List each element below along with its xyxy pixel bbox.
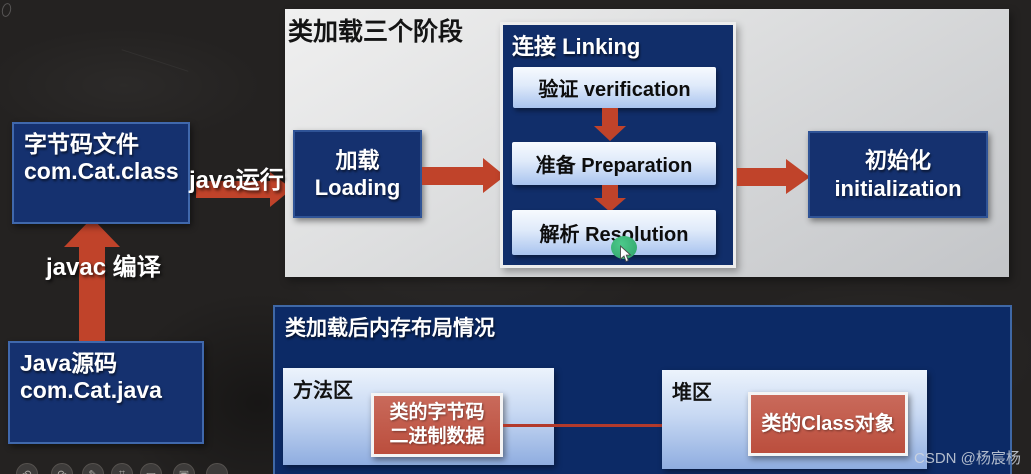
bytecode-line1: 字节码文件 — [24, 131, 139, 157]
preparation-step-box: 准备 Preparation — [512, 142, 716, 185]
undo-glyph: ↶ — [22, 468, 31, 474]
loading-line1: 加载 — [335, 147, 380, 173]
redo-icon[interactable]: ↷ — [51, 463, 73, 474]
class-loading-stages-panel: 类加载三个阶段 加载 Loading 连接 Linking 验证 verific… — [285, 9, 1009, 277]
class-bytecode-binary-item: 类的字节码 二进制数据 — [371, 393, 503, 457]
binary-to-classobj-connector-line — [503, 424, 733, 427]
screenshot-glyph: ⌗ — [118, 467, 126, 474]
java-run-arrow-shaft — [196, 181, 271, 198]
loading-stage-box: 加载 Loading — [293, 130, 422, 218]
resolution-step-label: 解析 Resolution — [539, 224, 689, 246]
heap-area-label: 堆区 — [672, 382, 712, 404]
heap-area-box: 堆区 类的Class对象 — [662, 370, 927, 469]
laser-pointer-dot — [611, 236, 637, 259]
more-icon[interactable]: ⋯ — [206, 463, 228, 474]
binary-item-line2: 二进制数据 — [389, 426, 485, 447]
pen-icon[interactable]: ✎ — [82, 463, 104, 474]
loading-to-linking-arrow-head — [483, 158, 505, 193]
init-line1: 初始化 — [864, 148, 931, 173]
init-line2: initialization — [834, 175, 962, 201]
binary-item-line1: 类的字节码 — [389, 402, 485, 424]
bytecode-line2: com.Cat.class — [24, 158, 179, 185]
method-area-box: 方法区 类的字节码 二进制数据 — [283, 368, 554, 465]
verification-to-preparation-arrow-shaft — [602, 108, 618, 127]
chalk-mark — [0, 2, 13, 18]
java-source-box: Java源码 com.Cat.java — [8, 341, 204, 444]
memory-layout-panel: 类加载后内存布局情况 方法区 类的字节码 二进制数据 堆区 类的Class对象 — [273, 305, 1012, 474]
stages-panel-title: 类加载三个阶段 — [288, 18, 464, 46]
java-source-line1: Java源码 — [20, 350, 118, 376]
loading-to-linking-arrow-shaft — [422, 167, 484, 185]
bytecode-file-box: 字节码文件 com.Cat.class — [12, 122, 190, 224]
javac-compile-label: javac 编译 — [46, 254, 161, 281]
window-icon[interactable]: ▣ — [173, 463, 195, 474]
chalk-scratch — [121, 49, 189, 72]
class-object-item: 类的Class对象 — [748, 392, 908, 456]
preparation-step-label: 准备 Preparation — [535, 155, 693, 177]
java-run-label: java运行 — [189, 167, 284, 194]
class-object-label: 类的Class对象 — [761, 412, 895, 435]
linking-panel-title: 连接 Linking — [512, 34, 641, 59]
verification-step-label: 验证 verification — [538, 79, 691, 101]
initialization-stage-box: 初始化 initialization — [808, 131, 988, 218]
redo-glyph: ↷ — [57, 468, 66, 474]
pen-glyph: ✎ — [88, 468, 97, 474]
preparation-to-resolution-arrow-shaft — [602, 185, 618, 199]
verification-step-box: 验证 verification — [513, 67, 716, 108]
more-glyph: ⋯ — [212, 468, 223, 474]
linking-to-init-arrow-head — [786, 159, 810, 194]
mouse-cursor-icon — [619, 244, 632, 268]
watermark-text: CSDN @杨宸杨 — [914, 450, 1021, 467]
linking-to-init-arrow-shaft — [737, 168, 787, 186]
method-area-label: 方法区 — [293, 380, 353, 402]
linking-stage-panel: 连接 Linking 验证 verification 准备 Preparatio… — [500, 22, 736, 268]
preparation-to-resolution-arrow-head — [594, 198, 626, 212]
window-glyph: ▣ — [179, 468, 189, 474]
screenshot-icon[interactable]: ⌗ — [111, 463, 133, 474]
javac-arrow-shaft — [79, 245, 105, 341]
monitor-icon[interactable]: ▭ — [140, 463, 162, 474]
verification-to-preparation-arrow-head — [594, 126, 626, 141]
undo-icon[interactable]: ↶ — [16, 463, 38, 474]
loading-line2: Loading — [314, 175, 401, 200]
memory-panel-title: 类加载后内存布局情况 — [285, 317, 495, 340]
monitor-glyph: ▭ — [146, 468, 156, 474]
java-source-line2: com.Cat.java — [20, 377, 162, 404]
